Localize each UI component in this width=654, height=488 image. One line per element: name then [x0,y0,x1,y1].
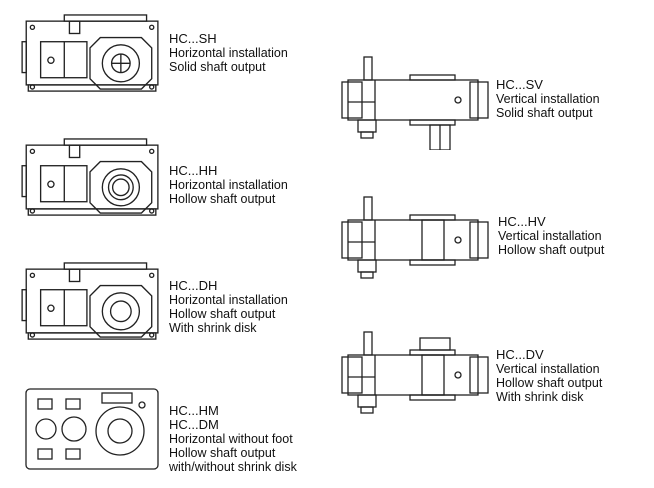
description-line: with/without shrink disk [169,460,297,474]
description-line: With shrink disk [169,321,257,335]
description-line: Vertical installation [496,362,600,376]
label-sh: HC...SH Horizontal installation Solid sh… [169,31,288,75]
gearbox-hm-drawing [25,388,159,470]
description-line: Horizontal without foot [169,432,293,446]
label-hh: HC...HH Horizontal installation Hollow s… [169,163,288,207]
description-line: Solid shaft output [169,60,266,74]
gearbox-hh-drawing [18,134,162,218]
model-code: HC...HM [169,403,219,418]
description-line: Vertical installation [496,92,600,106]
description-line: Hollow shaft output [169,446,276,460]
description-line: Hollow shaft output [496,376,603,390]
gearbox-sv-drawing [340,55,490,150]
model-code: HC...HH [169,163,218,178]
gearbox-dv-drawing [340,330,490,425]
label-dv: HC...DV Vertical installation Hollow sha… [496,347,603,405]
description-line: Hollow shaft output [498,243,605,257]
model-code: HC...HV [498,214,546,229]
gearbox-hv-drawing [340,195,490,290]
description-line: Solid shaft output [496,106,593,120]
gearbox-sh-drawing [18,10,162,94]
label-dh: HC...DH Horizontal installation Hollow s… [169,278,288,336]
description-line: Hollow shaft output [169,192,276,206]
gearbox-dh-drawing [18,258,162,342]
model-code: HC...DV [496,347,544,362]
description-line: Horizontal installation [169,46,288,60]
label-sv: HC...SV Vertical installation Solid shaf… [496,77,600,121]
model-code: HC...DM [169,417,219,432]
label-hv: HC...HV Vertical installation Hollow sha… [498,214,605,258]
label-hm-dm: HC...HM HC...DM Horizontal without foot … [169,403,297,475]
model-code: HC...SV [496,77,543,92]
description-line: Hollow shaft output [169,307,276,321]
description-line: Horizontal installation [169,293,288,307]
description-line: Horizontal installation [169,178,288,192]
description-line: Vertical installation [498,229,602,243]
description-line: With shrink disk [496,390,584,404]
model-code: HC...SH [169,31,217,46]
model-code: HC...DH [169,278,218,293]
